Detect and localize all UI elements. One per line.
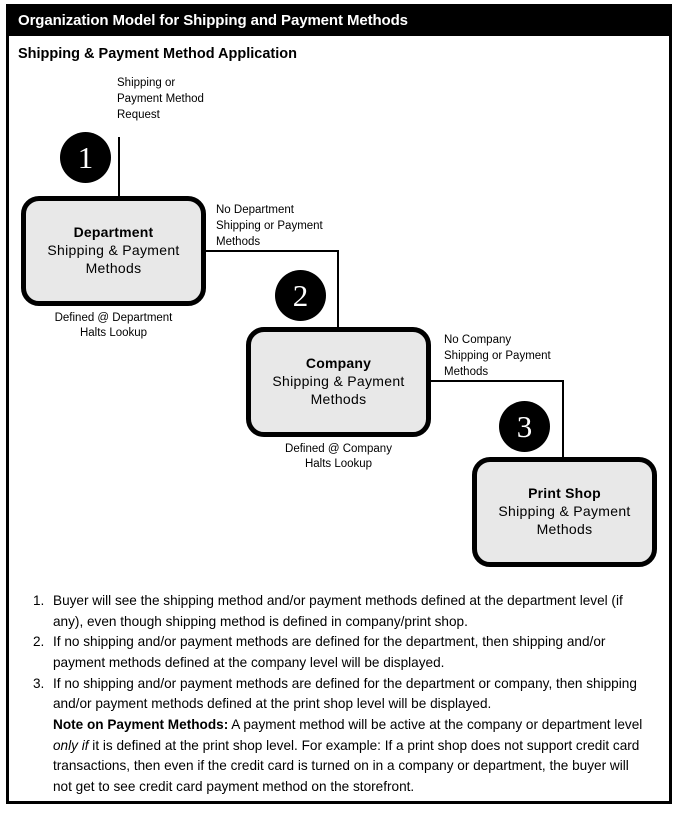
step-badge-3: 3 <box>499 401 550 452</box>
list-item-number: 2. <box>33 634 45 650</box>
list-item-text: If no shipping and/or payment methods ar… <box>53 675 637 712</box>
step-badge-2-number: 2 <box>292 278 309 313</box>
document-frame: Organization Model for Shipping and Paym… <box>6 4 672 804</box>
list-item-text: Buyer will see the shipping method and/o… <box>53 593 623 629</box>
connector-department-to-company-horizontal <box>206 250 339 252</box>
caption-company: Defined @ Company Halts Lookup <box>285 443 392 471</box>
note-label: Note on Payment Methods: <box>53 716 229 732</box>
list-item-text: If no shipping and/or payment methods ar… <box>53 634 606 670</box>
node-print-shop-line2: Shipping & Payment <box>498 503 631 520</box>
step-badge-3-number: 3 <box>516 409 533 444</box>
title-bar: Organization Model for Shipping and Paym… <box>9 7 669 36</box>
step-badge-1: 1 <box>60 132 111 183</box>
caption-department: Defined @ Department Halts Lookup <box>54 312 173 340</box>
connector-company-to-printshop-vertical <box>562 380 564 458</box>
list-item: 3. If no shipping and/or payment methods… <box>33 674 651 715</box>
list-item: 1. Buyer will see the shipping method an… <box>33 591 651 632</box>
step-badge-2: 2 <box>275 270 326 321</box>
note-emphasis: only if <box>53 737 89 753</box>
edge-label-no-department: No Department Shipping or Payment Method… <box>216 204 323 248</box>
node-company[interactable]: Company Shipping & Payment Methods <box>246 327 431 437</box>
edge-label-no-company: No Company Shipping or Payment Methods <box>444 334 551 378</box>
list-item-number: 1. <box>33 593 45 608</box>
note-text-part-2: it is defined at the print shop level. F… <box>53 737 640 794</box>
list-item-number: 3. <box>33 675 45 691</box>
list-item: 2. If no shipping and/or payment methods… <box>33 632 651 673</box>
node-print-shop[interactable]: Print Shop Shipping & Payment Methods <box>472 457 657 567</box>
connector-department-to-company-vertical <box>337 250 339 328</box>
node-department-title: Department <box>73 224 154 241</box>
node-company-title: Company <box>305 355 372 372</box>
node-print-shop-title: Print Shop <box>528 485 601 502</box>
entry-request-label: Shipping or Payment Method Request <box>117 77 204 121</box>
connector-company-to-printshop-horizontal <box>431 380 564 382</box>
connector-request-to-department <box>118 137 120 197</box>
node-department-line2: Shipping & Payment <box>47 242 180 259</box>
section-subtitle: Shipping & Payment Method Application <box>18 46 297 62</box>
notes-list: 1. Buyer will see the shipping method an… <box>33 591 651 798</box>
node-department-line3: Methods <box>85 259 142 276</box>
page-title: Organization Model for Shipping and Paym… <box>18 12 408 29</box>
node-department[interactable]: Department Shipping & Payment Methods <box>21 196 206 306</box>
note-text-part-1: A payment method will be active at the c… <box>228 716 643 732</box>
step-badge-1-number: 1 <box>77 140 94 175</box>
node-print-shop-line3: Methods <box>536 520 593 537</box>
node-company-line3: Methods <box>310 390 367 407</box>
payment-methods-note: Note on Payment Methods: A payment metho… <box>33 715 651 798</box>
node-company-line2: Shipping & Payment <box>272 373 405 390</box>
